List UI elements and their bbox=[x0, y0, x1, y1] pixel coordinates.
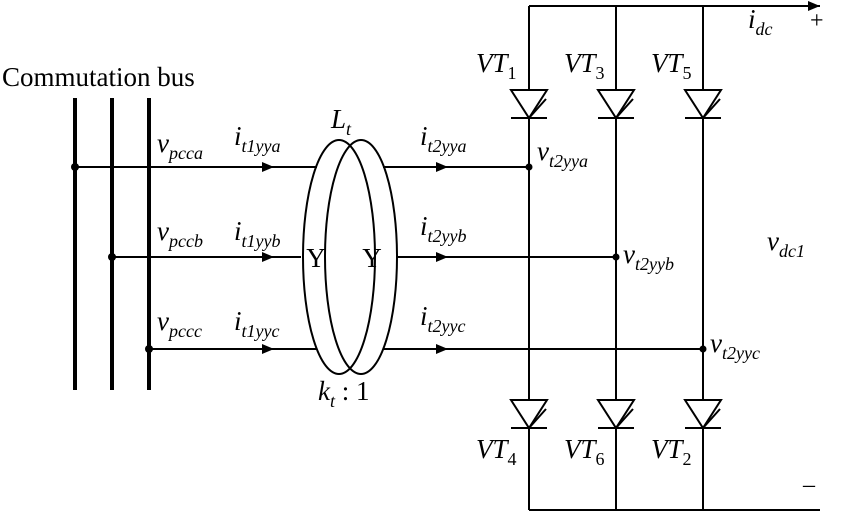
thyristor-vt5 bbox=[683, 89, 723, 120]
label-v-pccb: vpccb bbox=[157, 216, 203, 251]
primary-winding-label: Y bbox=[306, 243, 326, 273]
label-inductance: Lt bbox=[330, 104, 352, 139]
label-vt1: VT1 bbox=[476, 48, 517, 83]
thyristor-vt2 bbox=[683, 399, 723, 430]
arrow-i-t2-c bbox=[436, 344, 448, 354]
transformer-secondary-coil bbox=[324, 139, 398, 375]
label-i-t1yya: it1yya bbox=[234, 121, 281, 156]
arrow-i-dc bbox=[808, 1, 820, 11]
arrow-i-t2-b bbox=[436, 252, 448, 262]
transformer-primary-coil bbox=[302, 139, 376, 375]
primary-lines bbox=[75, 162, 317, 354]
label-i-t1yyc: it1yyc bbox=[234, 306, 279, 341]
label-vt4: VT4 bbox=[476, 434, 517, 469]
thyristor-vt3 bbox=[596, 89, 636, 120]
thyristor-vt1 bbox=[509, 89, 549, 120]
secondary-winding-label: Y bbox=[362, 243, 382, 273]
bus-title: Commutation bus bbox=[2, 62, 195, 92]
commutation-bus bbox=[71, 98, 153, 390]
label-v-pccc: vpccc bbox=[157, 306, 202, 341]
dc-plus-sign: + bbox=[810, 8, 824, 34]
label-vt5: VT5 bbox=[651, 48, 692, 83]
label-v-pcca: vpcca bbox=[157, 128, 203, 163]
label-v-t2yya: vt2yya bbox=[537, 136, 588, 171]
labels: Lt kt : 1 vpcca it1yya it2yya vt2yya vpc… bbox=[157, 4, 824, 498]
label-v-t2yyb: vt2yyb bbox=[623, 239, 674, 274]
label-i-t1yyb: it1yyb bbox=[234, 216, 281, 251]
label-i-t2yyc: it2yyc bbox=[420, 301, 465, 336]
label-i-dc: idc bbox=[748, 4, 773, 39]
arrow-i-t1-b bbox=[262, 252, 274, 262]
label-v-dc1: vdc1 bbox=[767, 226, 805, 261]
label-vt6: VT6 bbox=[564, 434, 605, 469]
dc-minus-sign: – bbox=[802, 472, 816, 498]
arrow-i-t2-a bbox=[436, 162, 448, 172]
arrow-i-t1-a bbox=[262, 162, 274, 172]
label-vt2: VT2 bbox=[651, 434, 692, 469]
arrow-i-t1-c bbox=[262, 344, 274, 354]
thyristor-vt4 bbox=[509, 399, 549, 430]
label-v-t2yyc: vt2yyc bbox=[710, 328, 760, 363]
label-i-t2yyb: it2yyb bbox=[420, 211, 467, 246]
secondary-lines bbox=[383, 162, 707, 354]
transformer: Y Y bbox=[302, 139, 398, 375]
thyristor-vt6 bbox=[596, 399, 636, 430]
label-i-t2yya: it2yya bbox=[420, 121, 467, 156]
label-vt3: VT3 bbox=[564, 48, 605, 83]
label-turns-ratio: kt : 1 bbox=[318, 376, 370, 411]
